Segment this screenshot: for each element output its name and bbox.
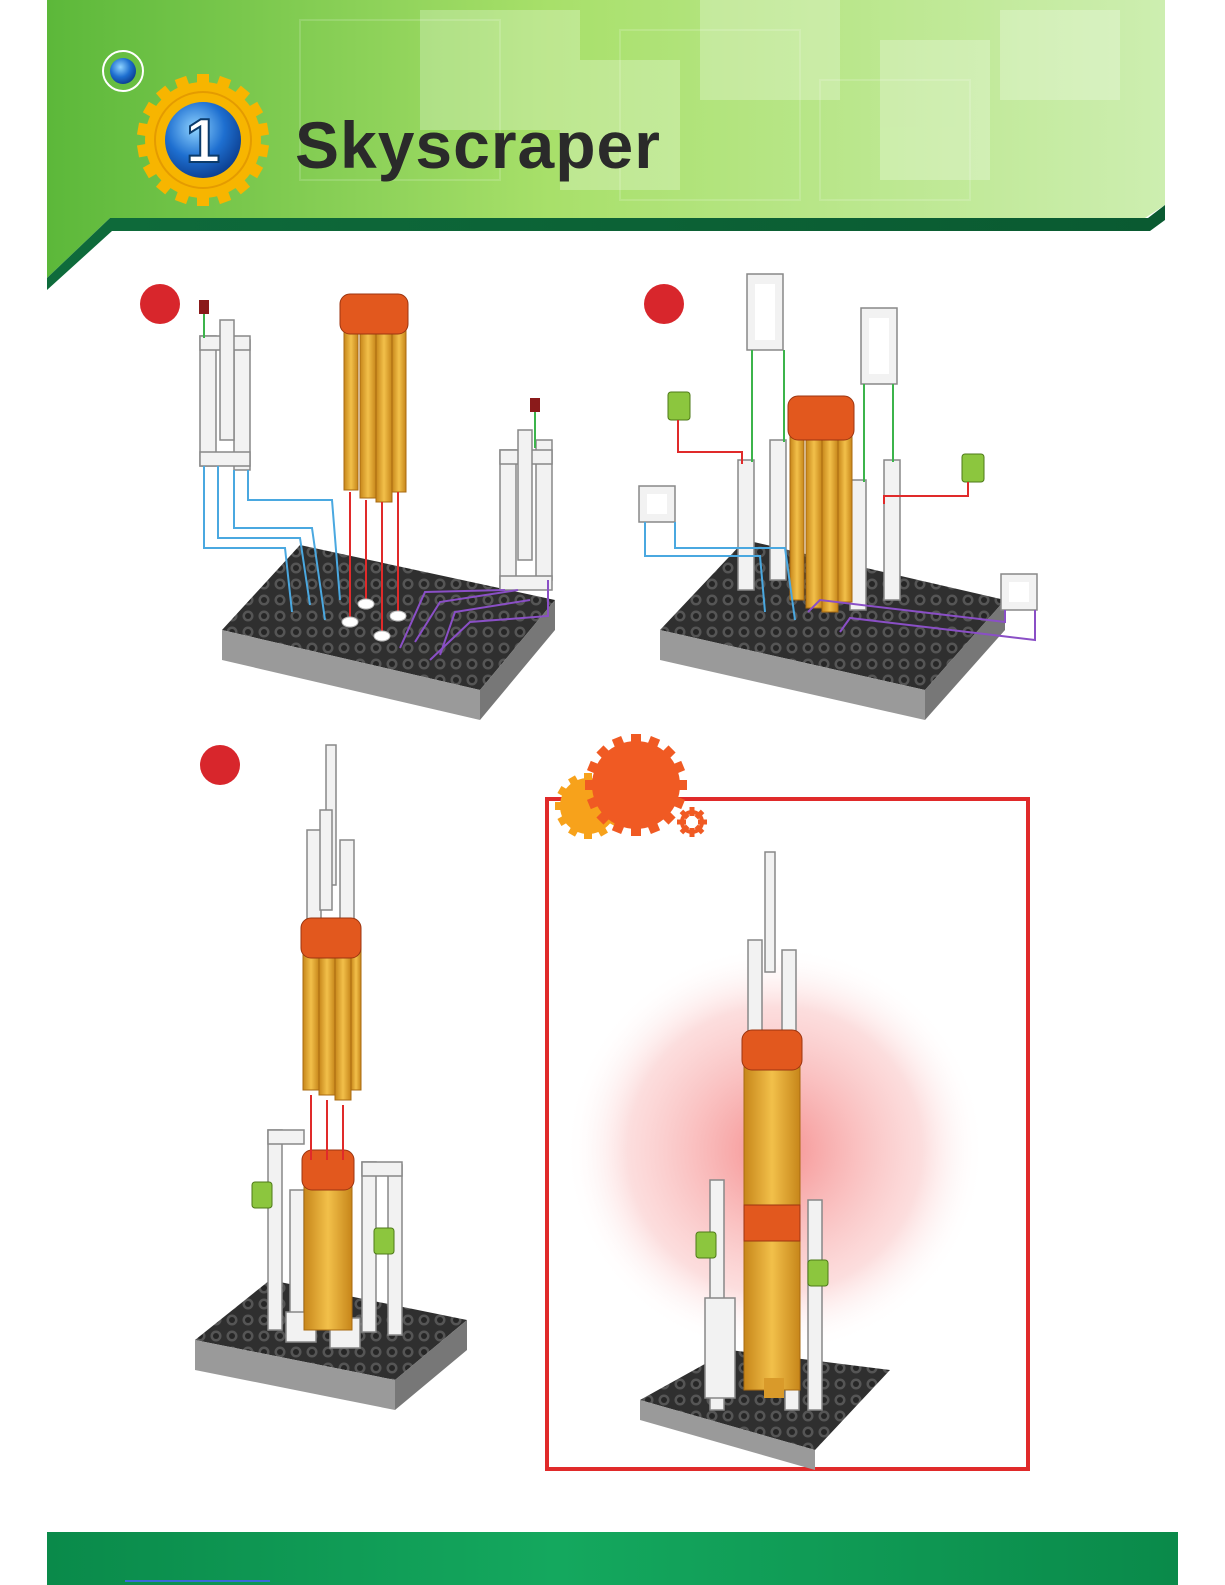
step-2-illustration	[639, 274, 1037, 720]
footer-bar	[47, 1532, 1178, 1585]
step-2-marker	[644, 284, 684, 324]
step-3-illustration	[195, 745, 467, 1410]
step-1-illustration	[140, 284, 555, 720]
step-3-marker	[200, 745, 240, 785]
step-1-marker	[140, 284, 180, 324]
gears-icon	[555, 734, 707, 839]
footer-line	[125, 1580, 270, 1582]
final-result	[547, 734, 1028, 1470]
